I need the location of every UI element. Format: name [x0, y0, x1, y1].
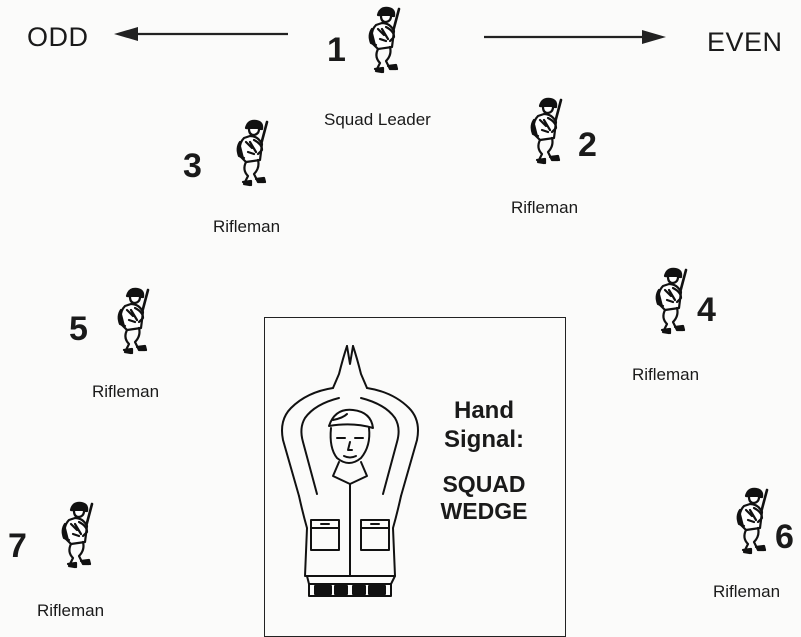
soldier-3-role: Rifleman	[213, 217, 280, 237]
soldier-7-role: Rifleman	[37, 601, 104, 621]
squad-leader-icon	[356, 5, 406, 77]
hand-signal-figure-icon	[277, 344, 427, 610]
soldier-2-number: 2	[578, 126, 597, 165]
soldier-3-number: 3	[183, 147, 202, 186]
soldier-6-role: Rifleman	[713, 582, 780, 602]
soldier-5-role: Rifleman	[92, 382, 159, 402]
soldier-2-role: Rifleman	[511, 198, 578, 218]
soldier-1-number: 1	[327, 31, 346, 70]
rifleman-3-icon	[224, 118, 274, 190]
rifleman-6-icon	[724, 486, 774, 558]
even-direction-label: EVEN	[707, 27, 783, 58]
rifleman-5-icon	[105, 286, 155, 358]
hand-signal-heading-line1: Hand	[425, 396, 543, 425]
signal-name-line2: WEDGE	[425, 498, 543, 525]
rifleman-2-icon	[518, 96, 568, 168]
soldier-1-role: Squad Leader	[324, 110, 431, 130]
soldier-5-number: 5	[69, 310, 88, 349]
signal-name-line1: SQUAD	[425, 471, 543, 498]
even-direction-arrow	[482, 25, 672, 49]
rifleman-4-icon	[643, 266, 693, 338]
rifleman-7-icon	[49, 500, 99, 572]
soldier-7-number: 7	[8, 527, 27, 566]
soldier-4-role: Rifleman	[632, 365, 699, 385]
soldier-4-number: 4	[697, 291, 716, 330]
soldier-6-number: 6	[775, 518, 794, 557]
hand-signal-heading-line2: Signal:	[425, 425, 543, 454]
odd-direction-arrow	[112, 22, 292, 46]
hand-signal-panel: Hand Signal: SQUAD WEDGE	[264, 317, 566, 637]
odd-direction-label: ODD	[27, 22, 89, 53]
